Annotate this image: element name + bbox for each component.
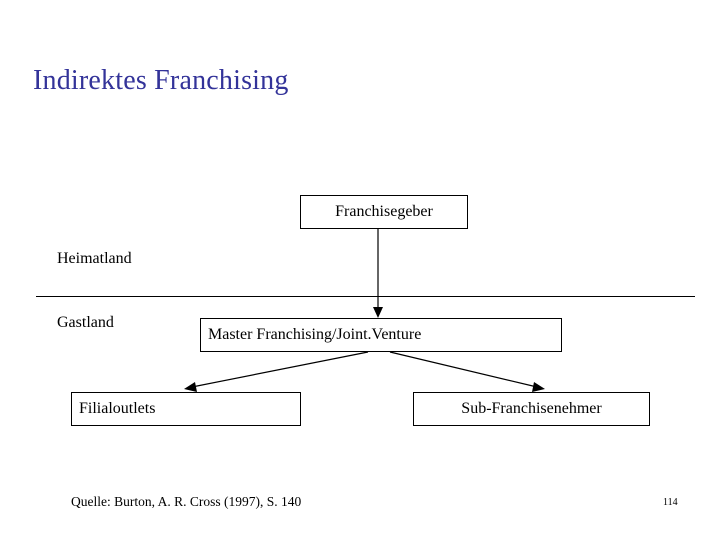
connector-master-filialoutlets	[191, 351, 369, 388]
region-label-heimatland: Heimatland	[57, 250, 132, 267]
node-sub-franchisenehmer: Sub-Franchisenehmer	[413, 392, 650, 426]
arrowhead-franchisegeber-master	[373, 307, 383, 318]
node-master-franchising: Master Franchising/Joint.Venture	[200, 318, 562, 352]
page-number: 114	[663, 497, 678, 508]
node-filialoutlets: Filialoutlets	[71, 392, 301, 426]
page-title: Indirektes Franchising	[33, 65, 289, 96]
region-label-gastland: Gastland	[57, 314, 114, 331]
arrowhead-master-subfranchisenehmer	[532, 382, 545, 392]
connector-master-subfranchisenehmer	[389, 351, 538, 388]
region-divider	[36, 296, 695, 297]
node-franchisegeber: Franchisegeber	[300, 195, 468, 229]
arrowhead-master-filialoutlets	[184, 382, 197, 392]
source-note: Quelle: Burton, A. R. Cross (1997), S. 1…	[71, 494, 302, 509]
